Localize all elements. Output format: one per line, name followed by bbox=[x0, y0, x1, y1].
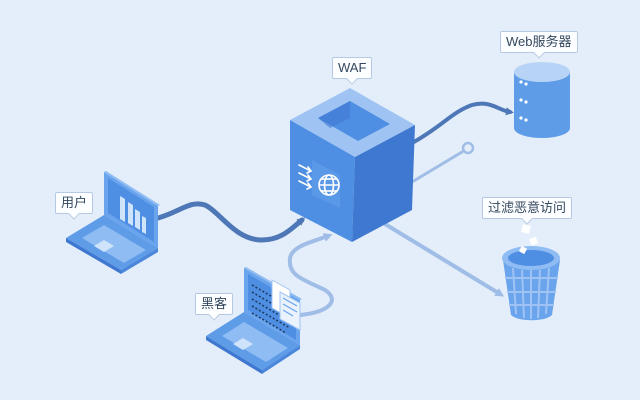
waf-label: WAF bbox=[332, 57, 373, 79]
shield-arrows-icon bbox=[298, 164, 313, 190]
server-icon bbox=[514, 62, 570, 138]
filtered-packets bbox=[518, 224, 539, 255]
hacker-label: 黑客 bbox=[195, 293, 234, 315]
waf-to-filter-flow bbox=[383, 222, 505, 297]
user-to-waf-flow bbox=[155, 201, 306, 243]
trash-bin-icon bbox=[502, 224, 560, 321]
filter-label: 过滤恶意访问 bbox=[482, 197, 573, 219]
user-laptop-icon bbox=[66, 171, 160, 274]
code-document-icon bbox=[271, 279, 301, 331]
blocked-branch-end bbox=[461, 141, 475, 155]
user-label: 用户 bbox=[55, 192, 94, 214]
waf-blocked-branch bbox=[410, 150, 464, 184]
web-server-label: Web服务器 bbox=[500, 31, 578, 53]
waf-to-server-flow bbox=[410, 101, 514, 145]
waf-cube-icon bbox=[290, 88, 415, 242]
hacker-to-waf-flow bbox=[287, 233, 334, 317]
globe-icon bbox=[318, 174, 340, 196]
